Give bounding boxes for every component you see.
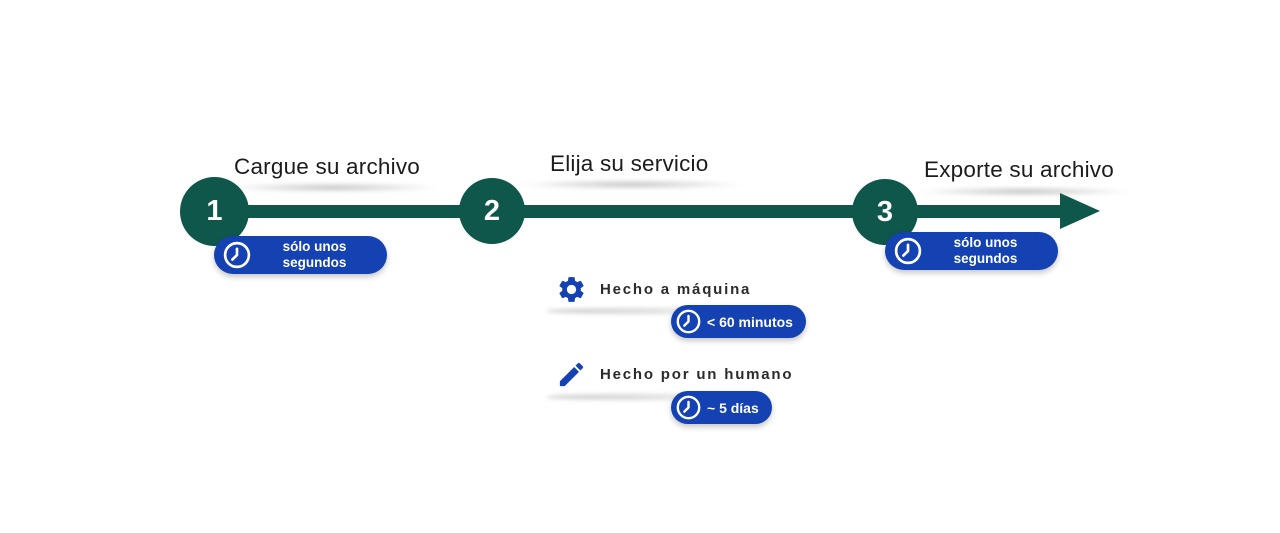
step-1-duration-badge: sólo unos segundos bbox=[214, 236, 387, 274]
clock-icon bbox=[676, 309, 701, 334]
service-machine-label: Hecho a máquina bbox=[600, 281, 752, 298]
step-3-title-shadow bbox=[918, 187, 1130, 196]
service-human-shadow bbox=[546, 394, 764, 400]
step-1-number: 1 bbox=[206, 195, 223, 227]
duration-line: sólo unos bbox=[953, 235, 1018, 250]
service-machine-shadow bbox=[546, 308, 764, 314]
step-3-title: Exporte su archivo bbox=[924, 157, 1114, 182]
step-2-title: Elija su servicio bbox=[550, 151, 709, 176]
duration-line: segundos bbox=[953, 251, 1018, 266]
service-human-duration-text: ~ 5 días bbox=[707, 399, 759, 416]
gear-icon bbox=[559, 277, 584, 302]
duration-line: segundos bbox=[282, 255, 347, 270]
step-3-duration-text: sólo unos segundos bbox=[923, 235, 1048, 267]
service-machine-row: Hecho a máquina bbox=[556, 274, 751, 305]
step-2-circle: 2 bbox=[459, 178, 525, 244]
clock-icon bbox=[894, 237, 922, 265]
step-3-number: 3 bbox=[876, 195, 894, 228]
timeline-bar bbox=[214, 205, 1064, 218]
step-3-duration-badge: sólo unos segundos bbox=[885, 232, 1058, 270]
pencil-icon bbox=[559, 362, 584, 387]
step-1-title-shadow bbox=[228, 183, 438, 192]
service-human-row: Hecho por un humano bbox=[556, 359, 793, 390]
service-machine-duration-text: < 60 minutos bbox=[707, 313, 793, 330]
step-1-duration-text: sólo unos segundos bbox=[252, 239, 377, 271]
service-human-label: Hecho por un humano bbox=[600, 366, 794, 383]
clock-icon bbox=[676, 395, 701, 420]
step-1-title: Cargue su archivo bbox=[234, 154, 420, 179]
duration-line: sólo unos bbox=[282, 239, 347, 254]
step-2-number: 2 bbox=[483, 194, 501, 227]
service-machine-duration-badge: < 60 minutos bbox=[671, 305, 806, 338]
step-3-circle: 3 bbox=[852, 179, 918, 245]
step-2-title-shadow bbox=[520, 180, 742, 189]
step-1-circle: 1 bbox=[180, 177, 249, 246]
clock-icon bbox=[223, 241, 251, 269]
timeline-arrowhead-icon bbox=[1060, 193, 1100, 229]
service-human-duration-badge: ~ 5 días bbox=[671, 391, 772, 424]
